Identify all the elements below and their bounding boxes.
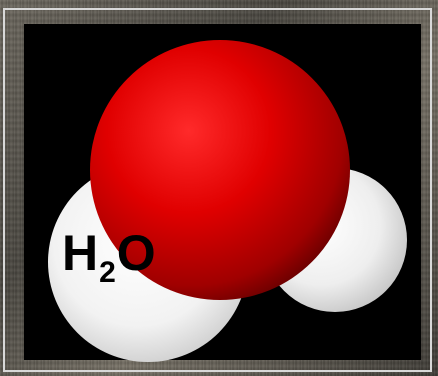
formula-element-h: H xyxy=(62,225,99,281)
formula-subscript: 2 xyxy=(99,256,116,289)
molecule-formula: H2O xyxy=(62,225,156,288)
oxygen-atom xyxy=(90,40,350,300)
formula-element-o: O xyxy=(116,225,156,281)
image-frame xyxy=(3,8,432,372)
